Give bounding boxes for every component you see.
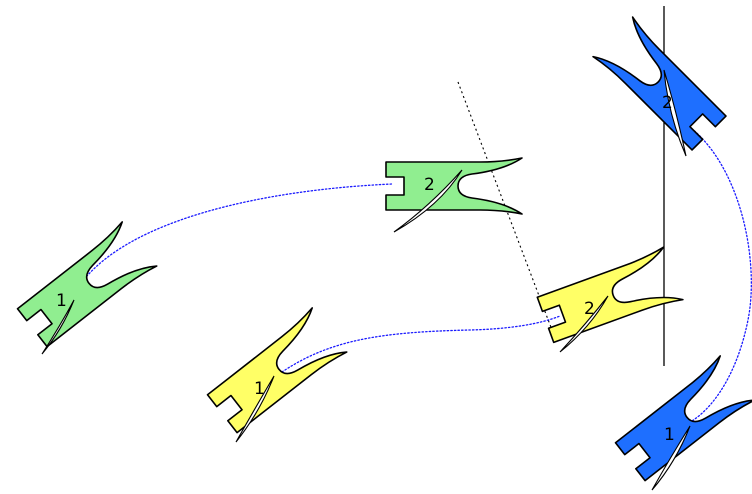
layline-dotted — [457, 81, 553, 331]
boat-yellow-1 — [204, 307, 348, 437]
sail-yellow-2 — [559, 295, 609, 353]
boat-number-green-1: 1 — [56, 291, 67, 311]
boat-blue-2 — [592, 16, 730, 154]
boat-number-green-2: 2 — [424, 175, 435, 195]
sail-green-1 — [41, 299, 75, 355]
track-green — [81, 183, 393, 283]
boat-number-yellow-2: 2 — [584, 299, 595, 319]
hull-yellow-1 — [204, 307, 348, 437]
track-blue — [682, 121, 752, 426]
hull-blue-2 — [592, 16, 730, 154]
sail-yellow-1 — [235, 375, 275, 443]
hull-green-2 — [385, 157, 523, 215]
boat-yellow-2 — [535, 246, 684, 347]
sail-blue-1 — [651, 425, 691, 491]
hull-blue-1 — [612, 355, 752, 485]
boat-blue-1 — [612, 355, 752, 485]
sail-green-2 — [393, 169, 463, 233]
track-yellow — [281, 315, 561, 373]
hull-green-1 — [14, 221, 158, 351]
boat-green-2 — [385, 157, 523, 215]
boat-number-blue-1: 1 — [664, 425, 675, 445]
boat-green-1 — [14, 221, 158, 351]
boat-number-yellow-1: 1 — [254, 379, 265, 399]
hull-yellow-2 — [535, 246, 684, 347]
sail-blue-2 — [663, 69, 687, 157]
boat-number-blue-2: 2 — [662, 93, 673, 113]
